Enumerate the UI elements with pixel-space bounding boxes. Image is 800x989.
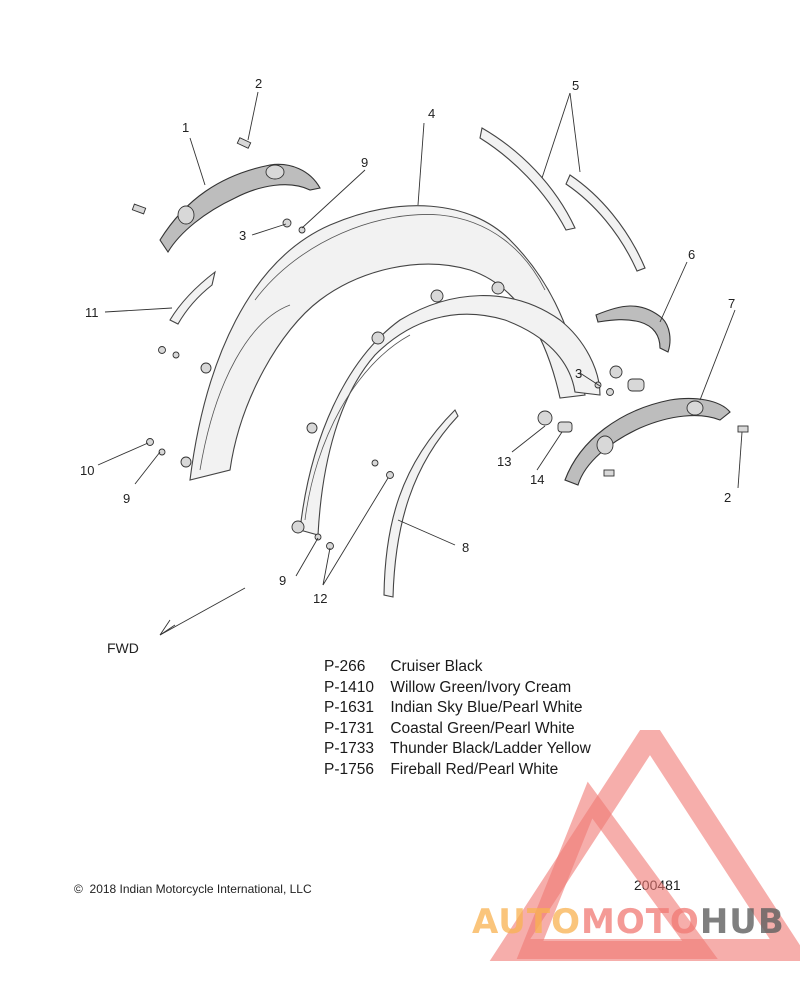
watermark-hub: HUB (699, 902, 785, 942)
callout-3-right: 3 (575, 366, 582, 381)
callout-14: 14 (530, 472, 544, 487)
callout-10: 10 (80, 463, 94, 478)
color-name: Fireball Red/Pearl White (390, 760, 559, 778)
color-option: P-1733 Thunder Black/Ladder Yellow (324, 739, 591, 760)
color-name: Indian Sky Blue/Pearl White (390, 699, 583, 716)
color-code: P-1756 (324, 760, 374, 778)
callout-1: 1 (182, 120, 189, 135)
color-name: Cruiser Black (390, 658, 483, 675)
callout-6: 6 (688, 247, 695, 262)
copyright-notice: © 2018 Indian Motorcycle International, … (74, 882, 312, 896)
color-name: Willow Green/Ivory Cream (390, 678, 572, 696)
callout-13: 13 (497, 454, 511, 469)
color-code: P-1733 (324, 740, 374, 757)
color-code: P-1631 (324, 699, 374, 716)
leader-lines (97, 91, 743, 636)
part-8-strip (383, 409, 459, 598)
part-4-fender (180, 205, 601, 536)
color-code: P-1410 (324, 678, 374, 696)
callout-8: 8 (462, 540, 469, 555)
part-5-strips (479, 127, 646, 272)
callout-5: 5 (572, 78, 579, 93)
fwd-label: FWD (107, 640, 139, 656)
color-name: Coastal Green/Pearl White (390, 719, 575, 737)
callout-12: 12 (313, 591, 327, 606)
callout-3-left: 3 (239, 228, 246, 243)
callout-9-bottom: 9 (279, 573, 286, 588)
watermark-moto: MOTO (580, 902, 700, 942)
color-option: P-1756 Fireball Red/Pearl White (324, 760, 591, 781)
part-1-front-trim (159, 163, 321, 254)
callout-9-top: 9 (361, 155, 368, 170)
color-option: P-1410 Willow Green/Ivory Cream (324, 678, 591, 699)
color-name: Thunder Black/Ladder Yellow (390, 740, 591, 757)
callout-4: 4 (428, 106, 435, 121)
color-option: P-266 Cruiser Black (324, 657, 591, 678)
callout-9-left: 9 (123, 491, 130, 506)
watermark-logo-icon (489, 730, 800, 961)
copyright-text: 2018 Indian Motorcycle International, LL… (89, 882, 312, 896)
watermark-auto: AUTO (472, 902, 581, 942)
color-option: P-1731 Coastal Green/Pearl White (324, 719, 591, 740)
callout-11: 11 (85, 305, 99, 320)
part-6-bracket (595, 305, 671, 353)
part-7-rear-trim (564, 397, 731, 486)
callout-7: 7 (728, 296, 735, 311)
callout-2-top: 2 (255, 76, 262, 91)
copyright-symbol: © (74, 882, 83, 896)
callout-2-right: 2 (724, 490, 731, 505)
fasteners (131, 137, 749, 550)
color-code: P-266 (324, 658, 366, 675)
color-option: P-1631 Indian Sky Blue/Pearl White (324, 698, 591, 719)
watermark-text: AUTOMOTOHUB (472, 902, 785, 942)
color-options-list: P-266 Cruiser Black P-1410 Willow Green/… (324, 657, 591, 780)
part-11-trim-piece (169, 270, 216, 325)
color-code: P-1731 (324, 719, 374, 737)
